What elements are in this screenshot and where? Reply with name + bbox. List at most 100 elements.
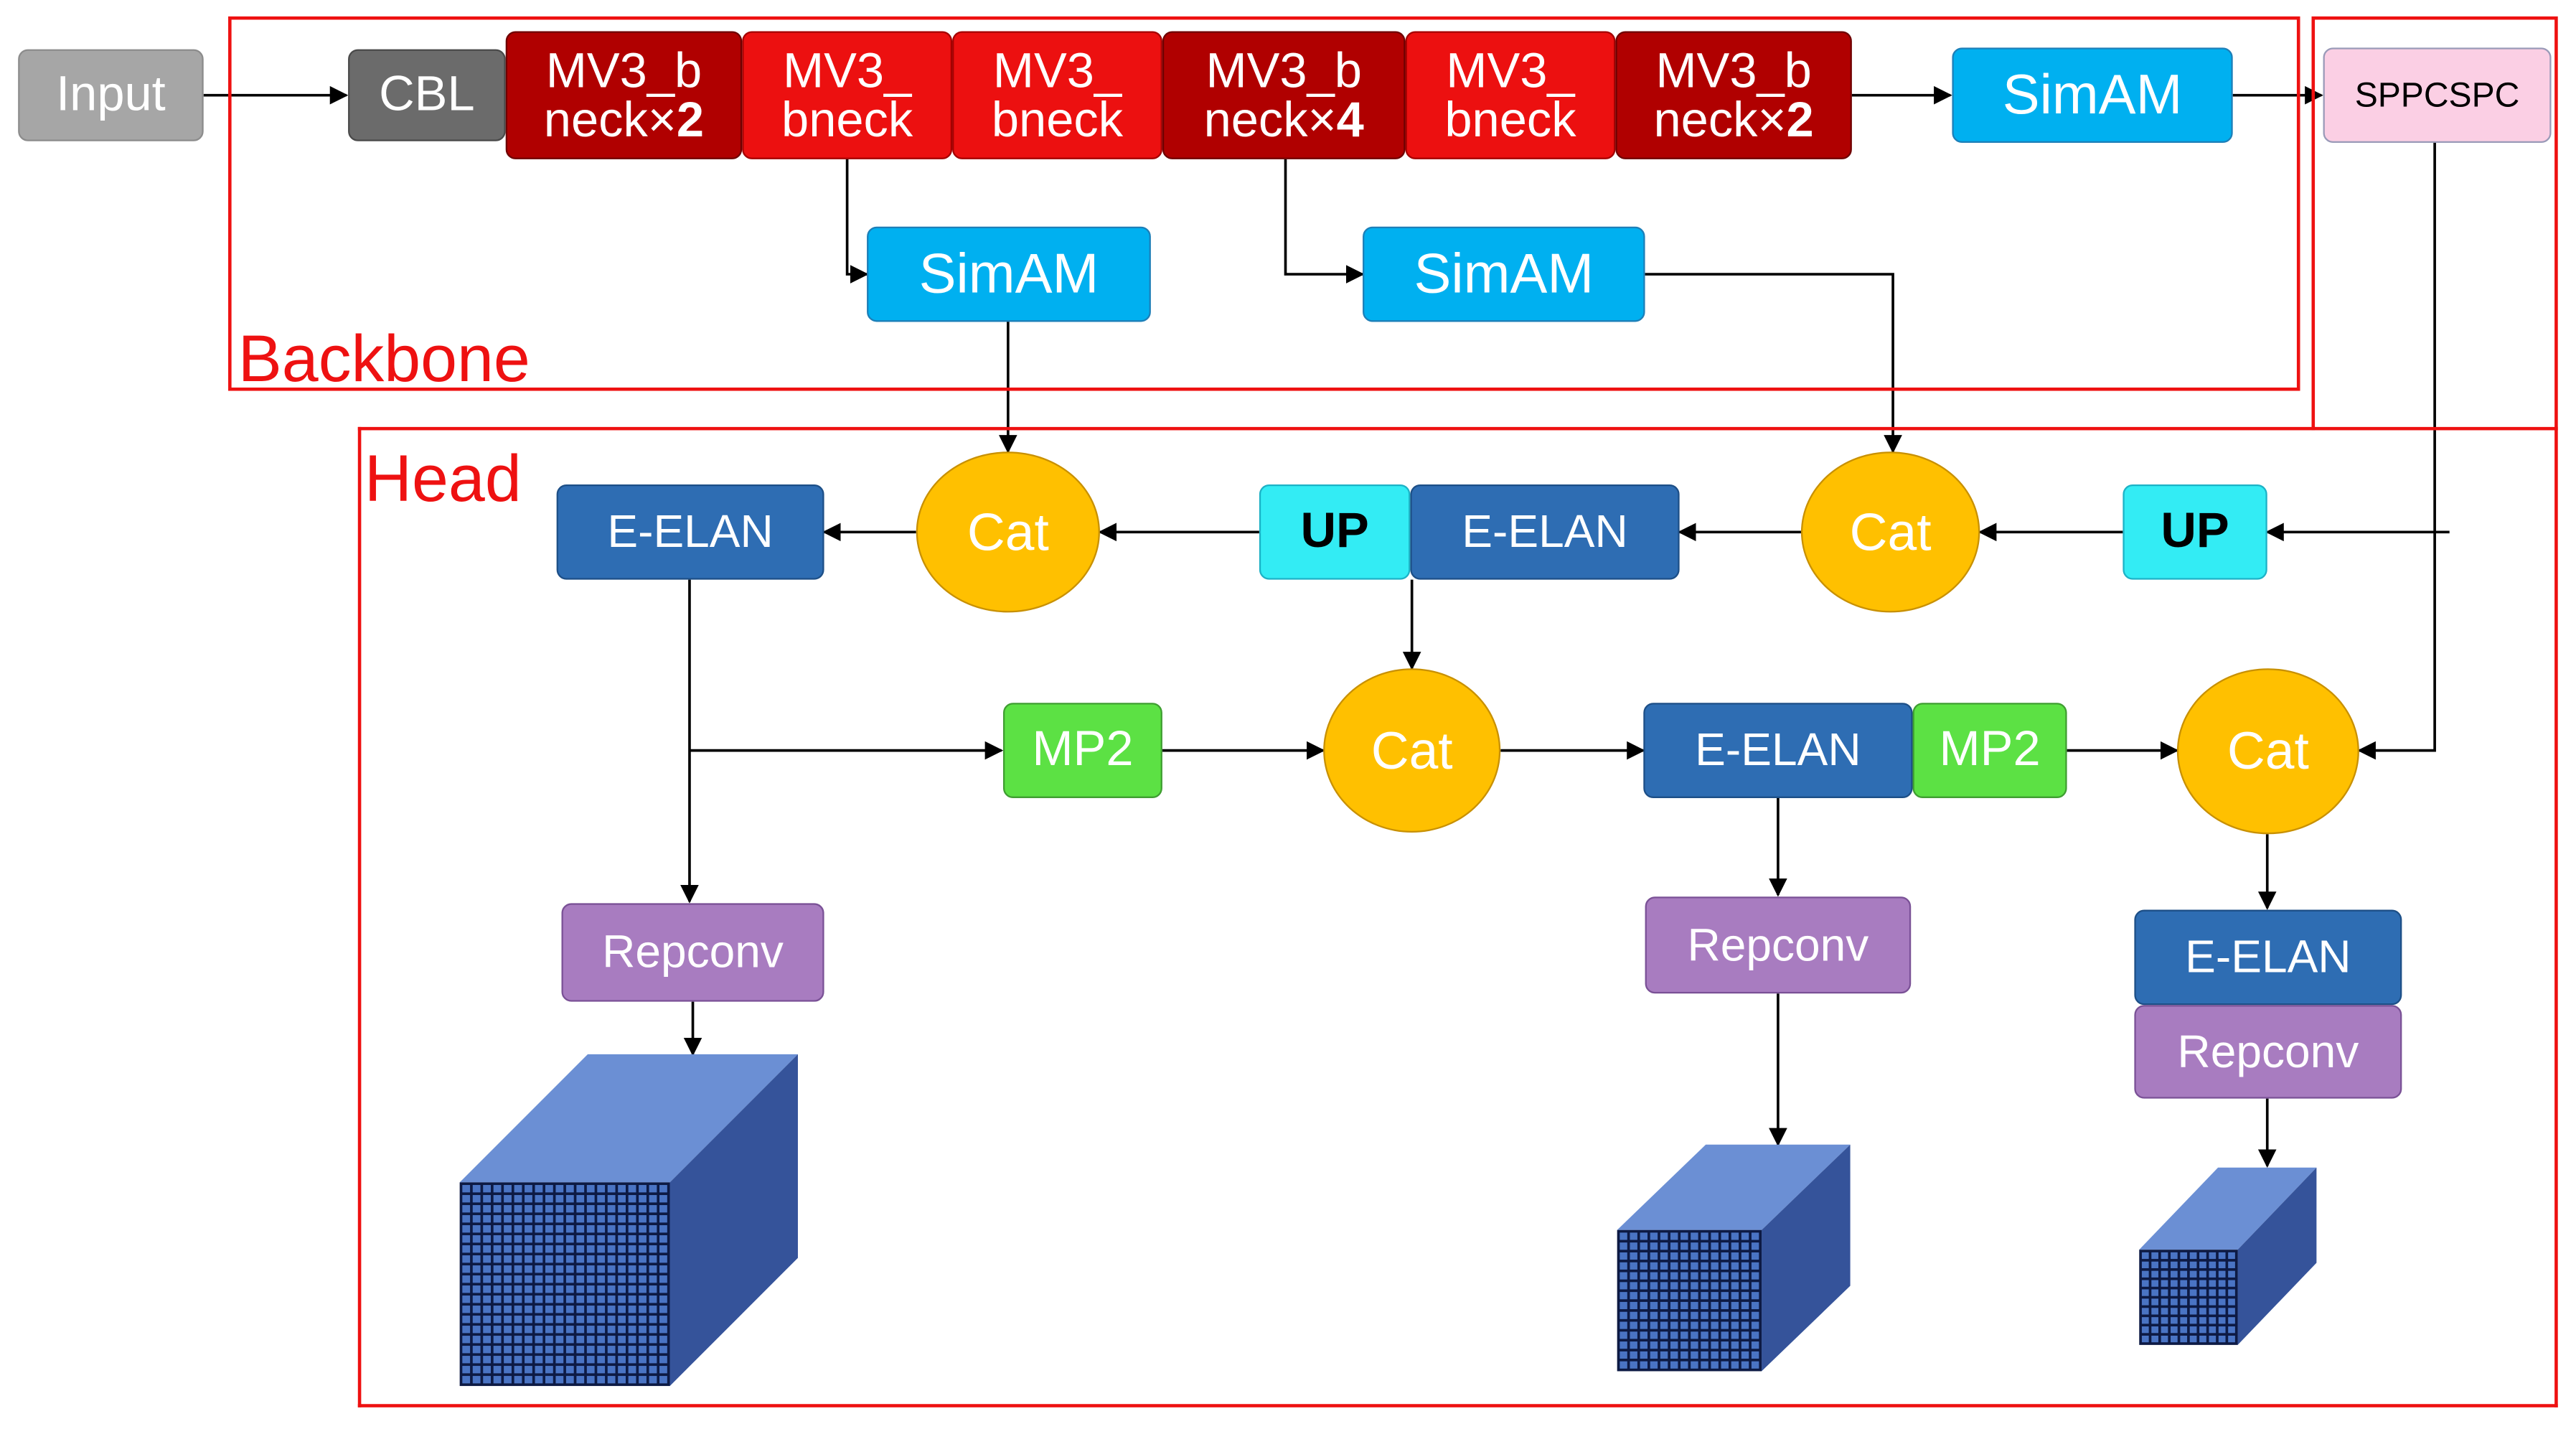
grid-cell: [1680, 1311, 1688, 1319]
grid-cell: [586, 1346, 595, 1354]
grid-cell: [628, 1306, 636, 1313]
grid-cell: [628, 1376, 636, 1384]
grid-cell: [1650, 1301, 1658, 1310]
grid-cell: [1751, 1341, 1759, 1349]
grid-cell: [649, 1275, 657, 1283]
grid-cell: [618, 1255, 626, 1263]
repconv-2-node: Repconv: [1645, 896, 1912, 994]
grid-cell: [618, 1336, 626, 1344]
grid-cell: [2151, 1308, 2158, 1315]
grid-cell: [535, 1336, 543, 1344]
grid-cell: [1620, 1331, 1627, 1339]
grid-cell: [1680, 1292, 1688, 1300]
grid-cell: [1650, 1282, 1658, 1290]
grid-cell: [1670, 1341, 1678, 1349]
grid-cell: [1660, 1252, 1668, 1260]
grid-cell: [514, 1275, 522, 1283]
grid-cell: [1680, 1351, 1688, 1359]
grid-cell: [607, 1296, 616, 1303]
grid-cell: [514, 1366, 522, 1374]
grid-cell: [1670, 1282, 1678, 1290]
grid-cell: [1711, 1252, 1719, 1260]
grid-cell: [607, 1205, 616, 1213]
grid-cell: [639, 1376, 647, 1384]
grid-cell: [1670, 1242, 1678, 1250]
grid-cell: [1691, 1321, 1698, 1329]
grid-cell: [1650, 1252, 1658, 1260]
grid-cell: [2199, 1308, 2206, 1315]
grid-cell: [597, 1316, 606, 1323]
grid-cell: [525, 1195, 532, 1203]
grid-cell: [1721, 1361, 1729, 1369]
mv3-line2-count: 2: [1786, 93, 1814, 148]
grid-cell: [1721, 1262, 1729, 1270]
grid-cell: [545, 1235, 553, 1243]
grid-cell: [586, 1356, 595, 1364]
e-elan-left-node: E-ELAN: [556, 484, 824, 580]
grid-cell: [2161, 1252, 2168, 1260]
grid-cell: [618, 1185, 626, 1193]
grid-cell: [1691, 1301, 1698, 1310]
grid-cell: [1721, 1232, 1729, 1240]
grid-cell: [2180, 1280, 2188, 1287]
grid-cell: [2151, 1326, 2158, 1334]
grid-cell: [1691, 1272, 1698, 1280]
grid-cell: [545, 1316, 553, 1323]
grid-cell: [639, 1306, 647, 1313]
grid-cell: [639, 1336, 647, 1344]
grid-cell: [607, 1265, 616, 1273]
grid-cell: [1701, 1321, 1708, 1329]
grid-cell: [565, 1275, 574, 1283]
cube-front-face: [459, 1182, 670, 1387]
grid-cell: [607, 1316, 616, 1323]
grid-cell: [659, 1306, 667, 1313]
grid-cell: [618, 1296, 626, 1303]
grid-cell: [597, 1195, 606, 1203]
grid-cell: [545, 1195, 553, 1203]
grid-cell: [1670, 1262, 1678, 1270]
grid-cell: [1680, 1321, 1688, 1329]
grid-cell: [659, 1326, 667, 1334]
grid-cell: [525, 1255, 532, 1263]
grid-cell: [1711, 1292, 1719, 1300]
grid-cell: [659, 1316, 667, 1323]
grid-cell: [1751, 1321, 1759, 1329]
grid-cell: [462, 1336, 471, 1344]
grid-cell: [576, 1296, 585, 1303]
grid-cell: [2199, 1280, 2206, 1287]
grid-cell: [493, 1326, 502, 1334]
grid-cell: [607, 1366, 616, 1374]
grid-cell: [2189, 1289, 2197, 1296]
grid-cell: [545, 1245, 553, 1253]
grid-cell: [525, 1316, 532, 1323]
grid-cell: [2209, 1298, 2217, 1306]
grid-cell: [2180, 1252, 2188, 1260]
grid-cell: [504, 1326, 512, 1334]
grid-cell: [628, 1316, 636, 1323]
e-elan-mid-node: E-ELAN: [1410, 484, 1680, 580]
grid-cell: [1741, 1351, 1749, 1359]
grid-cell: [649, 1306, 657, 1313]
grid-cell: [1670, 1252, 1678, 1260]
grid-cell: [565, 1255, 574, 1263]
grid-cell: [472, 1316, 481, 1323]
grid-cell: [504, 1316, 512, 1323]
grid-cell: [504, 1185, 512, 1193]
grid-cell: [2199, 1298, 2206, 1306]
grid-cell: [576, 1326, 585, 1334]
grid-cell: [1620, 1292, 1627, 1300]
grid-cell: [1620, 1282, 1627, 1290]
grid-cell: [2180, 1317, 2188, 1324]
grid-cell: [2209, 1252, 2217, 1260]
grid-cell: [525, 1245, 532, 1253]
grid-cell: [576, 1255, 585, 1263]
grid-cell: [659, 1235, 667, 1243]
grid-cell: [597, 1356, 606, 1364]
grid-cell: [1630, 1321, 1637, 1329]
grid-cell: [1650, 1351, 1658, 1359]
grid-cell: [2199, 1326, 2206, 1334]
grid-cell: [628, 1346, 636, 1354]
up-2-node: UP: [2123, 484, 2267, 580]
mv3-line2: neck×2: [1653, 96, 1813, 146]
grid-cell: [535, 1275, 543, 1283]
